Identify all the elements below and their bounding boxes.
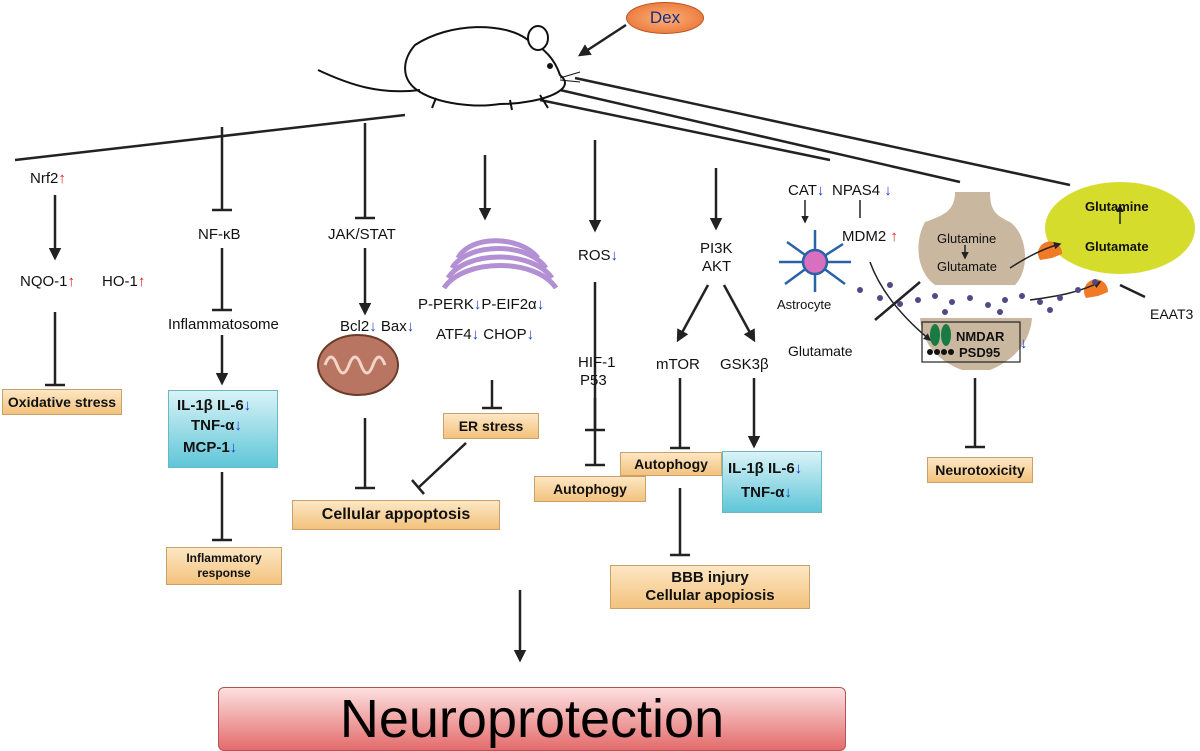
mtor-label: mTOR xyxy=(656,356,700,373)
cytokine-box-nfkb: IL-1β IL-6↓ TNF-α↓ MCP-1↓ xyxy=(168,390,278,468)
akt-label: AKT xyxy=(702,258,732,275)
nmdar-icon xyxy=(930,324,940,346)
nfkb-label: NF-κB xyxy=(198,226,241,243)
p53-label: P53 xyxy=(580,372,607,389)
neurotoxicity-box: Neurotoxicity xyxy=(927,457,1033,483)
cat-label: CAT↓ xyxy=(788,182,825,199)
nqo1-label: NQO-1↑ xyxy=(20,273,76,290)
gsk3b-label: GSK3β xyxy=(720,356,769,373)
bcl2-label: Bcl2↓ Bax↓ xyxy=(340,318,415,335)
receptor-down-arrow: ↓ xyxy=(1020,335,1028,352)
cytokine-box-gsk3b: IL-1β IL-6↓ TNF-α↓ xyxy=(722,451,822,513)
mcp1-label: MCP-1↓ xyxy=(183,439,238,456)
mouse-icon xyxy=(317,25,581,111)
autophagy-box-mtor: Autophogy xyxy=(620,452,722,476)
autophagy-box-ros: Autophogy xyxy=(534,476,646,502)
eaat3-label: EAAT3 xyxy=(1150,306,1194,322)
astrocyte-icon xyxy=(779,230,851,292)
tnfa-label: TNF-α↓ xyxy=(191,417,242,434)
presynaptic-neuron-icon xyxy=(918,192,1026,285)
hif1-label: HIF-1 xyxy=(578,354,616,371)
fan-line-nrf2 xyxy=(14,113,406,162)
glutamate-extracellular-label: Glutamate xyxy=(788,343,853,359)
neuroprotection-box: Neuroprotection xyxy=(218,687,846,751)
fan-line-synapse xyxy=(559,88,961,184)
il1b-il6-label: IL-1β IL-6↓ xyxy=(728,460,803,477)
nrf2-label: Nrf2↑ xyxy=(30,170,66,187)
oxidative-stress-box: Oxidative stress xyxy=(2,389,122,415)
glutamine-glial-label: Glutamine xyxy=(1085,199,1149,214)
glial-cell-icon xyxy=(1045,182,1195,274)
atf4-label: ATF4↓ CHOP↓ xyxy=(436,326,535,343)
nmdar-label: NMDAR xyxy=(956,329,1005,344)
jakstat-label: JAK/STAT xyxy=(328,226,396,243)
dex-arrow xyxy=(577,23,627,57)
pi3k-label: PI3K xyxy=(700,240,733,257)
npas4-label: NPAS4 ↓ xyxy=(832,182,892,199)
mdm2-label: MDM2 ↑ xyxy=(842,228,898,245)
ros-label: ROS↓ xyxy=(578,247,619,264)
er-stress-box: ER stress xyxy=(443,413,539,439)
il1b-label: IL-1β IL-6↓ xyxy=(177,397,252,414)
glutamine-presynaptic-label: Glutamine xyxy=(937,231,997,246)
tnfa-label-2: TNF-α↓ xyxy=(741,484,792,501)
receptor-frame xyxy=(921,321,1021,363)
glutamate-molecule-icon xyxy=(857,279,1098,315)
perk-label: P-PERK↓P-EIF2α↓ xyxy=(418,296,545,313)
drug-label: Dex xyxy=(626,2,704,34)
psd95-label: PSD95 xyxy=(959,345,1001,360)
mitochondrion-icon xyxy=(317,334,399,396)
astrocyte-label: Astrocyte xyxy=(777,297,832,312)
endoplasmic-reticulum-icon xyxy=(441,238,559,290)
ho1-label: HO-1↑ xyxy=(102,273,146,290)
cellular-apoptosis-box: Cellular appoptosis xyxy=(292,500,500,530)
glutamate-presynaptic-label: Glutamate xyxy=(937,259,997,274)
fan-line-glia xyxy=(539,98,831,162)
fan-line-synapse-2 xyxy=(574,76,1071,187)
inflammasome-label: Inflammatosome xyxy=(168,316,279,333)
glutamate-glial-label: Glutamate xyxy=(1085,239,1149,254)
